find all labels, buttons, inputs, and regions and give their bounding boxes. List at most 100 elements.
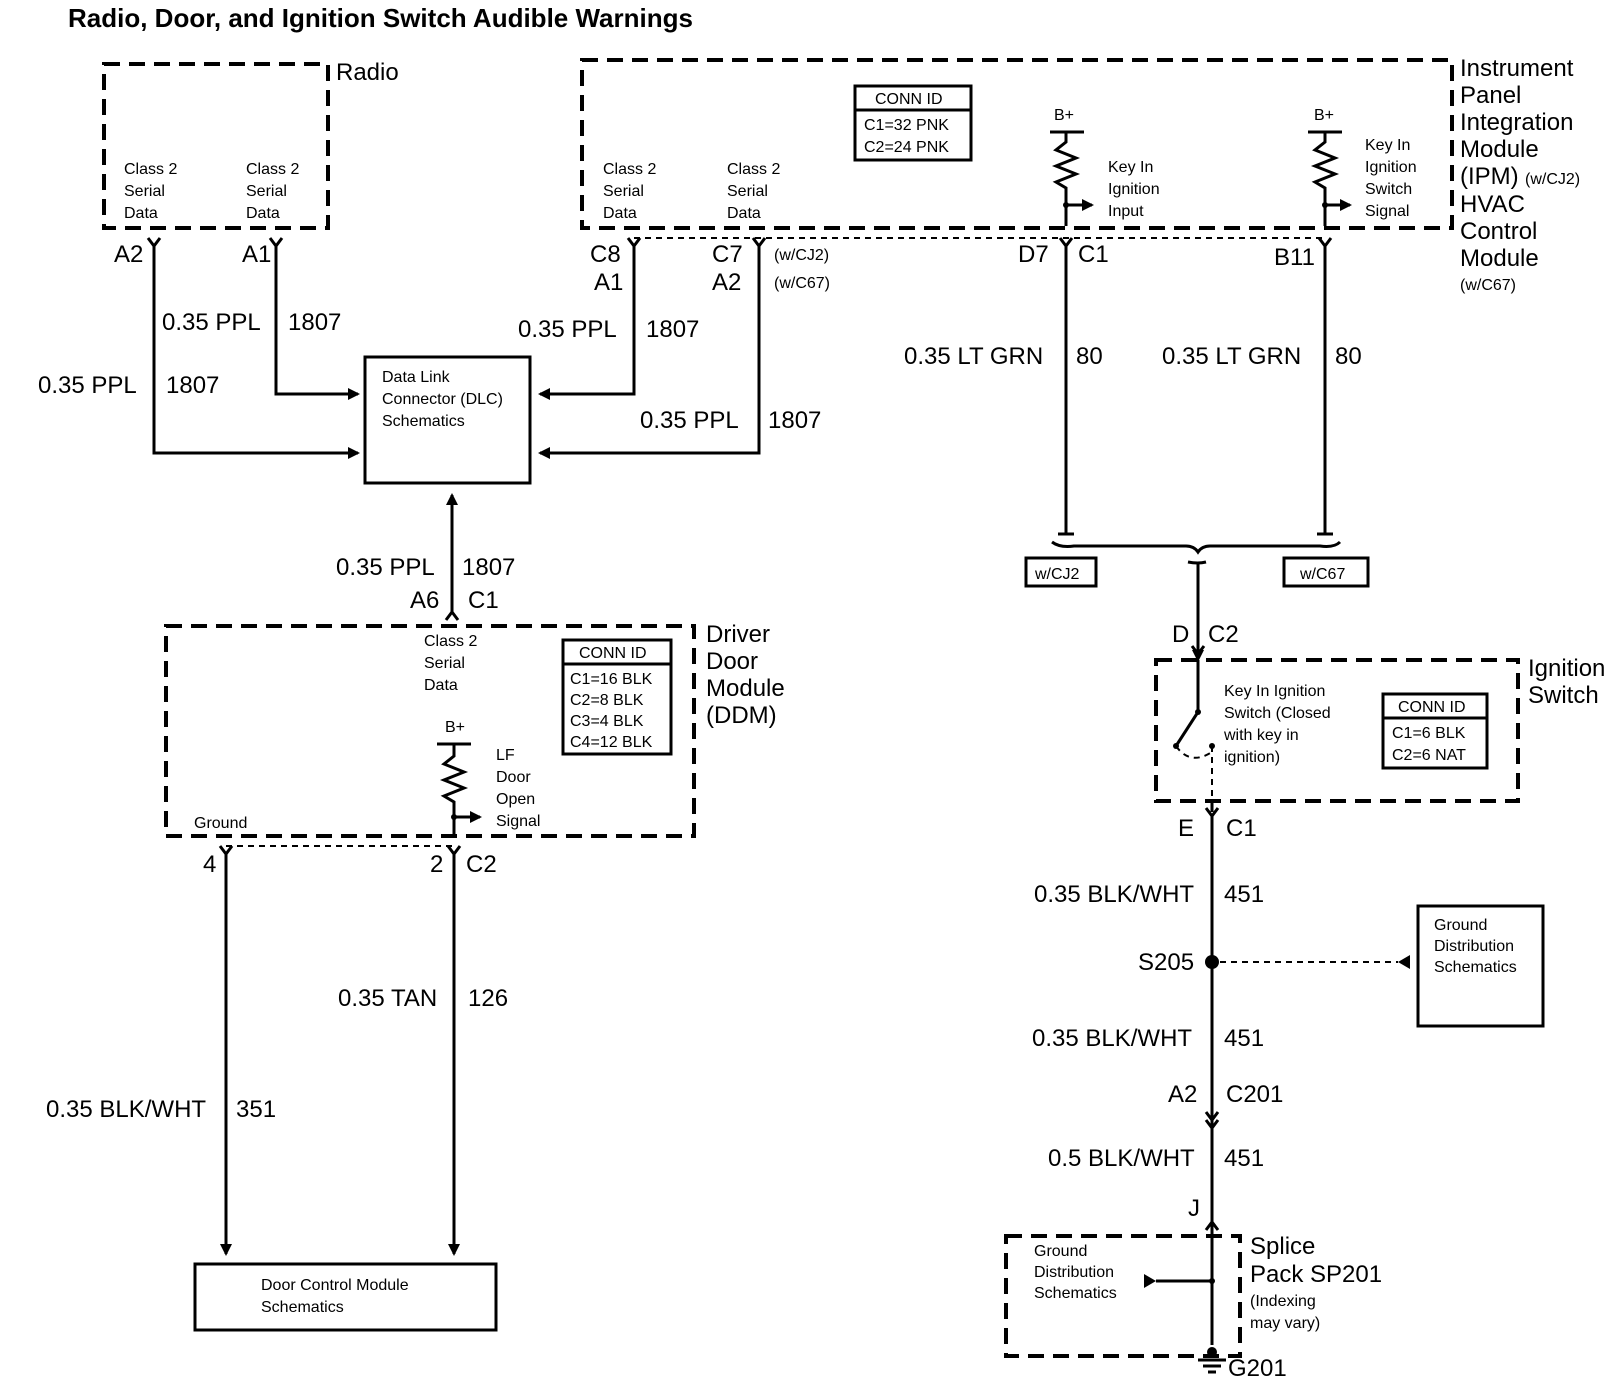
ign-pin-d: D xyxy=(1172,621,1189,648)
svg-text:C1=16 BLK: C1=16 BLK xyxy=(570,671,653,688)
svg-text:C1=6 BLK: C1=6 BLK xyxy=(1392,725,1466,742)
ipm-pin-a1: A1 xyxy=(594,269,623,296)
connector-symbol xyxy=(1058,237,1074,249)
key-signal-l2: Ignition xyxy=(1365,159,1417,176)
ign-desc-l3: with key in xyxy=(1223,727,1299,744)
wire-label-126: 0.35 TAN xyxy=(338,985,437,1012)
c201-label: C201 xyxy=(1226,1081,1283,1108)
variant-bracket xyxy=(1051,540,1342,555)
radio-sig2-l2: Serial xyxy=(124,183,165,200)
wire-num-a6: 1807 xyxy=(462,554,515,581)
connector-symbol xyxy=(1317,237,1333,249)
ddm-pin-a6: A6 xyxy=(410,587,439,614)
wire-label-451-a: 0.35 BLK/WHT xyxy=(1034,881,1194,908)
splice-pack-sp201: Ground Distribution Schematics Splice Pa… xyxy=(1004,1233,1382,1358)
radio-sig1-l1: Class 2 xyxy=(246,161,299,178)
ddm-module: Driver Door Module (DDM) Class 2 Serial … xyxy=(164,621,785,878)
svg-text:(w/C67): (w/C67) xyxy=(1460,277,1516,294)
ground-dist-box-s205: Ground Distribution Schematics xyxy=(1416,904,1545,1028)
wire-ipm-c8 xyxy=(538,246,636,400)
key-signal-l4: Signal xyxy=(1365,203,1409,220)
ign-desc-l4: ignition) xyxy=(1224,749,1280,766)
variant-c67-box: w/C67 xyxy=(1282,556,1370,588)
connector-symbol xyxy=(446,845,462,857)
ddm-name: Driver Door Module (DDM) xyxy=(706,621,785,729)
arrow-icon xyxy=(1144,1274,1156,1288)
connector-symbol xyxy=(1204,1111,1220,1131)
connector-symbol xyxy=(626,237,642,249)
svg-text:(DDM): (DDM) xyxy=(706,702,777,729)
svg-text:HVAC: HVAC xyxy=(1460,191,1525,218)
sp201-gd-l2: Distribution xyxy=(1034,1264,1114,1281)
wire-label-a6: 0.35 PPL xyxy=(336,554,435,581)
svg-text:(w/CJ2): (w/CJ2) xyxy=(1525,171,1580,188)
ign-pin-c1: C1 xyxy=(1226,815,1257,842)
ipm-pin-c7: C7 xyxy=(712,241,743,268)
connector-symbol xyxy=(268,237,284,249)
ignition-switch: D C2 Ignition Switch Key In Ignition Swi… xyxy=(1154,621,1605,842)
svg-text:Ground: Ground xyxy=(1434,917,1487,934)
ddm-outline xyxy=(164,624,696,838)
svg-text:C2=6 NAT: C2=6 NAT xyxy=(1392,747,1466,764)
splice-s205-dot xyxy=(1205,955,1219,969)
ipm-outline xyxy=(580,58,1454,230)
svg-text:C3=4 BLK: C3=4 BLK xyxy=(570,713,644,730)
ipm-pin-a2: A2 xyxy=(712,269,741,296)
svg-text:Instrument: Instrument xyxy=(1460,55,1574,82)
svg-text:C2=24 PNK: C2=24 PNK xyxy=(864,139,949,156)
wire-num-451-a: 451 xyxy=(1224,881,1264,908)
ign-pin-c2: C2 xyxy=(1208,621,1239,648)
svg-text:CONN ID: CONN ID xyxy=(1398,699,1466,716)
lf-line4: Signal xyxy=(496,813,540,830)
radio-sig2-l1: Class 2 xyxy=(124,161,177,178)
svg-text:Door Control Module: Door Control Module xyxy=(261,1277,409,1294)
radio-sig2-l3: Data xyxy=(124,205,158,222)
key-input-l1: Key In xyxy=(1108,159,1153,176)
ipm-variant-cj2: (w/CJ2) xyxy=(774,247,829,264)
ign-name-l2: Switch xyxy=(1528,682,1599,709)
ipm-pin-d7: D7 xyxy=(1018,241,1049,268)
radio-pin-a1: A1 xyxy=(242,241,271,268)
svg-text:Module: Module xyxy=(1460,136,1539,163)
sp201-pin-j: J xyxy=(1188,1195,1200,1222)
wire-num-a1: 1807 xyxy=(288,309,341,336)
ign-conn-id: CONN ID C1=6 BLK C2=6 NAT xyxy=(1381,692,1489,770)
wire-num-451-b: 451 xyxy=(1224,1025,1264,1052)
svg-text:CONN ID: CONN ID xyxy=(579,645,647,662)
door-control-box: Door Control Module Schematics xyxy=(193,1262,498,1332)
dlc-line2: Connector (DLC) xyxy=(382,391,503,408)
radio-module: Radio Class 2 Serial Data Class 2 Serial… xyxy=(102,59,399,268)
svg-text:Door: Door xyxy=(706,648,758,675)
svg-text:C4=12 BLK: C4=12 BLK xyxy=(570,734,653,751)
svg-text:B+: B+ xyxy=(1054,107,1074,124)
wire-radio-a2 xyxy=(152,246,360,459)
svg-text:C1=32 PNK: C1=32 PNK xyxy=(864,117,949,134)
wire-radio-a1 xyxy=(274,246,360,400)
ddm-sig-l3: Data xyxy=(424,677,458,694)
ipm-name: Instrument Panel Integration Module (IPM… xyxy=(1460,55,1580,294)
arrow-icon xyxy=(1398,955,1410,969)
connector-symbol xyxy=(1187,560,1207,565)
ddm-sig-l1: Class 2 xyxy=(424,633,477,650)
connector-symbol xyxy=(1204,1219,1220,1231)
ipm-pin-b11: B11 xyxy=(1274,244,1315,271)
ipm-sig-b-l3: Data xyxy=(727,205,761,222)
ground-g201-label: G201 xyxy=(1228,1355,1287,1382)
wire-num-b11: 80 xyxy=(1335,343,1362,370)
connector-symbol xyxy=(146,237,162,249)
ipm-module: Instrument Panel Integration Module (IPM… xyxy=(580,55,1580,296)
ipm-sig-b-l2: Serial xyxy=(727,183,768,200)
connector-symbol xyxy=(218,845,234,857)
ipm-sig-b-l1: Class 2 xyxy=(727,161,780,178)
ddm-pin-4: 4 xyxy=(203,851,216,878)
svg-text:Driver: Driver xyxy=(706,621,770,648)
key-signal-l3: Switch xyxy=(1365,181,1412,198)
ipm-bplus-resistor-2: B+ xyxy=(1308,107,1352,226)
wire-num-a2: 1807 xyxy=(166,372,219,399)
wire-label-a1: 0.35 PPL xyxy=(162,309,261,336)
connector-symbol xyxy=(751,237,767,249)
ddm-pin-c1: C1 xyxy=(468,587,499,614)
wire-num-d7: 80 xyxy=(1076,343,1103,370)
